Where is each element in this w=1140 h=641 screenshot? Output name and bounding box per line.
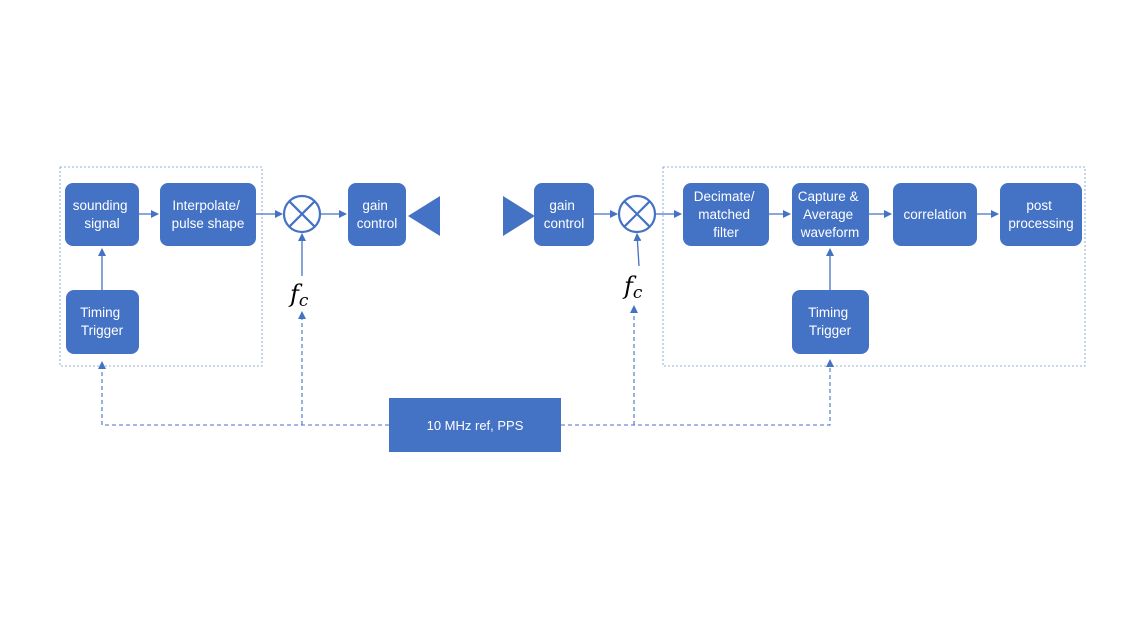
receiver-group-frame [662, 166, 1086, 367]
sounding-signal-label-line2: signal [84, 216, 119, 231]
correlation-label: correlation [903, 207, 966, 222]
rx-fc-label: fc [622, 272, 643, 303]
capture-average-block: Capture & Average waveform [792, 183, 869, 246]
tx-fc-subscript: c [299, 291, 309, 311]
svg-text:Decimate/ matched: Decimate/ matched filter [694, 189, 759, 240]
tx-timing-label-line1: Timing [80, 305, 120, 320]
svg-text:Timing Trigger: Timing Trigger [808, 305, 852, 338]
decimate-block: Decimate/ matched filter [683, 183, 769, 246]
rx-antenna-icon [503, 196, 535, 236]
tx-gain-control-block: gain control [348, 183, 406, 246]
ref-dash-to-rx-timing [561, 359, 834, 426]
svg-text:post processing: post processing [1008, 198, 1073, 231]
reference-label: 10 MHz ref, PPS [427, 418, 524, 433]
sounding-signal-block: sounding signal [65, 183, 139, 246]
tx-fc-label: fc [288, 280, 309, 311]
sounding-signal-label-line1: sounding [73, 198, 128, 213]
rx-timing-label-line2: Trigger [809, 323, 852, 338]
post-label-line1: post [1026, 198, 1052, 213]
interpolate-block: Interpolate/ pulse shape [160, 183, 256, 246]
svg-text:Timing Trigger: Timing Trigger [80, 305, 124, 338]
post-label-line2: processing [1008, 216, 1073, 231]
interpolate-label-line2: pulse shape [172, 216, 245, 231]
tx-gain-label-line1: gain [362, 198, 388, 213]
capture-label-line2: Average [803, 207, 853, 222]
rx-gain-label-line2: control [544, 216, 585, 231]
svg-text:Interpolate/ pulse shape: Interpolate/ pulse shape [172, 198, 245, 231]
interpolate-label-line1: Interpolate/ [172, 198, 240, 213]
rx-timing-label-line1: Timing [808, 305, 848, 320]
correlation-block: correlation [893, 183, 977, 246]
rx-mixer-icon [617, 194, 657, 234]
rx-gain-label-line1: gain [549, 198, 575, 213]
svg-text:gain control: gain control [357, 198, 398, 231]
decimate-label-line1: Decimate/ [694, 189, 755, 204]
tx-timing-trigger-block: Timing Trigger [66, 290, 139, 354]
post-processing-block: post processing [1000, 183, 1082, 246]
tx-gain-label-line2: control [357, 216, 398, 231]
reference-source-block: 10 MHz ref, PPS [389, 398, 561, 452]
wire-fc-to-rx-mixer [633, 233, 642, 267]
svg-text:Capture & Average: Capture & Average waveform [798, 189, 863, 240]
rx-timing-trigger-block: Timing Trigger [792, 290, 869, 354]
decimate-label-line2: matched [698, 207, 750, 222]
rx-gain-control-block: gain control [534, 183, 594, 246]
svg-text:correlation: correlation [903, 207, 966, 222]
capture-label-line3: waveform [800, 225, 860, 240]
svg-text:sounding signal: sounding signal [73, 198, 132, 231]
decimate-label-line3: filter [713, 225, 739, 240]
rx-fc-subscript: c [633, 283, 643, 303]
svg-text:gain control: gain control [544, 198, 585, 231]
tx-timing-label-line2: Trigger [81, 323, 124, 338]
transmitter-group-frame [59, 166, 263, 367]
capture-label-line1: Capture & [798, 189, 859, 204]
ref-dash-to-tx-timing [98, 361, 389, 426]
tx-antenna-icon [408, 196, 440, 236]
tx-mixer-icon [282, 194, 322, 234]
